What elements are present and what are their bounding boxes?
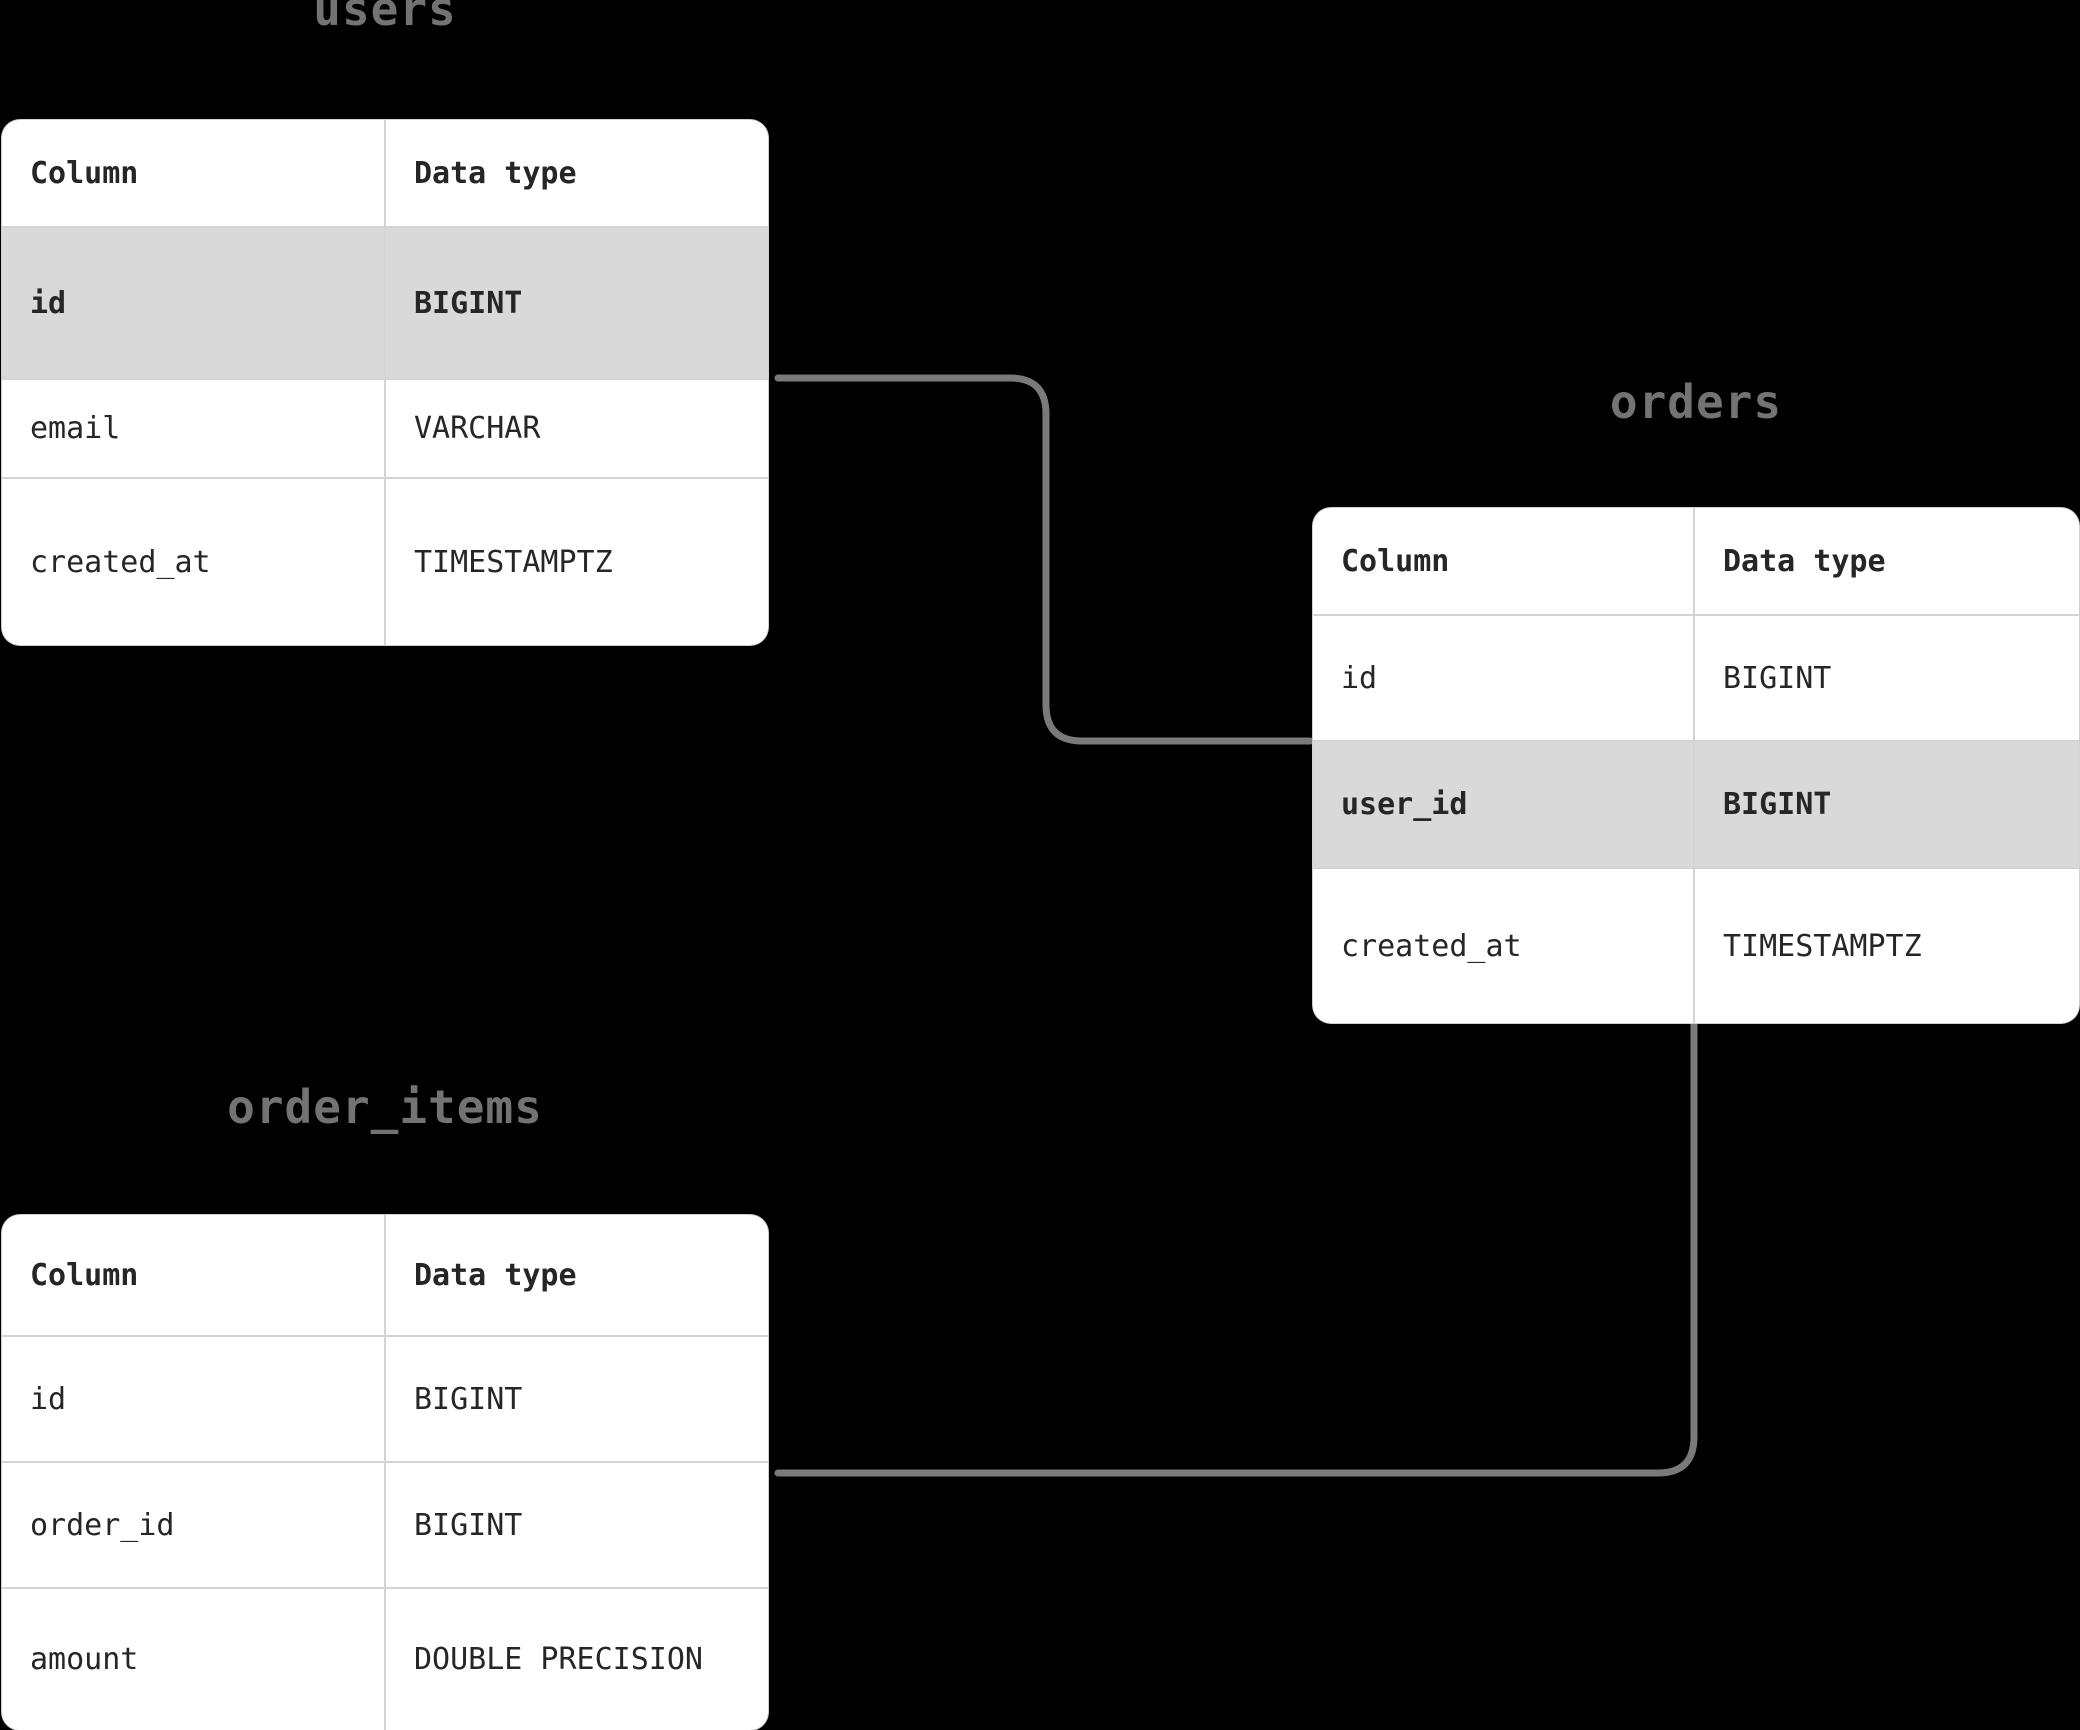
table-row[interactable]: order_id BIGINT	[2, 1463, 768, 1589]
column-name-cell: created_at	[1313, 869, 1695, 1023]
column-name-cell: id	[1313, 616, 1695, 740]
column-name-cell: email	[2, 380, 386, 477]
table-row[interactable]: created_at TIMESTAMPTZ	[1313, 869, 2079, 1023]
column-type-cell: BIGINT	[414, 1507, 523, 1543]
header-column-name: Column	[2, 1215, 386, 1335]
column-type-cell: BIGINT	[1723, 787, 1832, 822]
table-header-row: Column Data type	[1313, 508, 2079, 616]
column-name-cell: order_id	[2, 1463, 386, 1587]
entity-users[interactable]: users Column Data type id BIGINT email V…	[0, 0, 770, 650]
relationship-users-to-orders	[774, 374, 1314, 745]
column-name-cell: created_at	[2, 479, 386, 645]
column-type-cell: BIGINT	[414, 285, 523, 321]
table-row[interactable]: email VARCHAR	[2, 380, 768, 479]
entity-title-order-items: order_items	[227, 1080, 543, 1134]
entity-orders[interactable]: orders Column Data type id BIGINT user_i…	[1311, 370, 2080, 1025]
column-type-cell: TIMESTAMPTZ	[414, 544, 613, 580]
table-row[interactable]: amount DOUBLE PRECISION	[2, 1589, 768, 1730]
table-row[interactable]: created_at TIMESTAMPTZ	[2, 479, 768, 645]
column-type-cell: BIGINT	[1723, 660, 1832, 696]
column-type-cell: TIMESTAMPTZ	[1723, 928, 1922, 964]
table-row[interactable]: id BIGINT	[2, 228, 768, 380]
header-column-type: Data type	[1723, 543, 1886, 579]
entity-table-order-items[interactable]: Column Data type id BIGINT order_id BIGI…	[2, 1215, 768, 1730]
header-column-type: Data type	[414, 155, 577, 191]
table-row[interactable]: id BIGINT	[1313, 616, 2079, 742]
table-header-row: Column Data type	[2, 120, 768, 228]
column-type-cell: DOUBLE PRECISION	[414, 1642, 703, 1677]
column-name-cell: id	[2, 228, 386, 378]
column-name-cell: user_id	[1313, 742, 1695, 867]
table-row[interactable]: id BIGINT	[2, 1337, 768, 1463]
header-column-name: Column	[2, 120, 386, 226]
column-type-cell: BIGINT	[414, 1381, 523, 1417]
entity-table-orders[interactable]: Column Data type id BIGINT user_id BIGIN…	[1313, 508, 2079, 1023]
table-header-row: Column Data type	[2, 1215, 768, 1337]
entity-title-orders: orders	[1609, 375, 1783, 429]
relationship-orders-to-order-items	[774, 1020, 1698, 1477]
header-column-type: Data type	[414, 1257, 577, 1293]
column-type-cell: VARCHAR	[414, 411, 541, 446]
table-row[interactable]: user_id BIGINT	[1313, 742, 2079, 869]
entity-table-users[interactable]: Column Data type id BIGINT email VARCHAR…	[2, 120, 768, 645]
entity-title-users: users	[313, 0, 457, 36]
header-column-name: Column	[1313, 508, 1695, 614]
column-name-cell: id	[2, 1337, 386, 1461]
entity-order-items[interactable]: order_items Column Data type id BIGINT o…	[0, 1075, 770, 1730]
column-name-cell: amount	[2, 1589, 386, 1730]
